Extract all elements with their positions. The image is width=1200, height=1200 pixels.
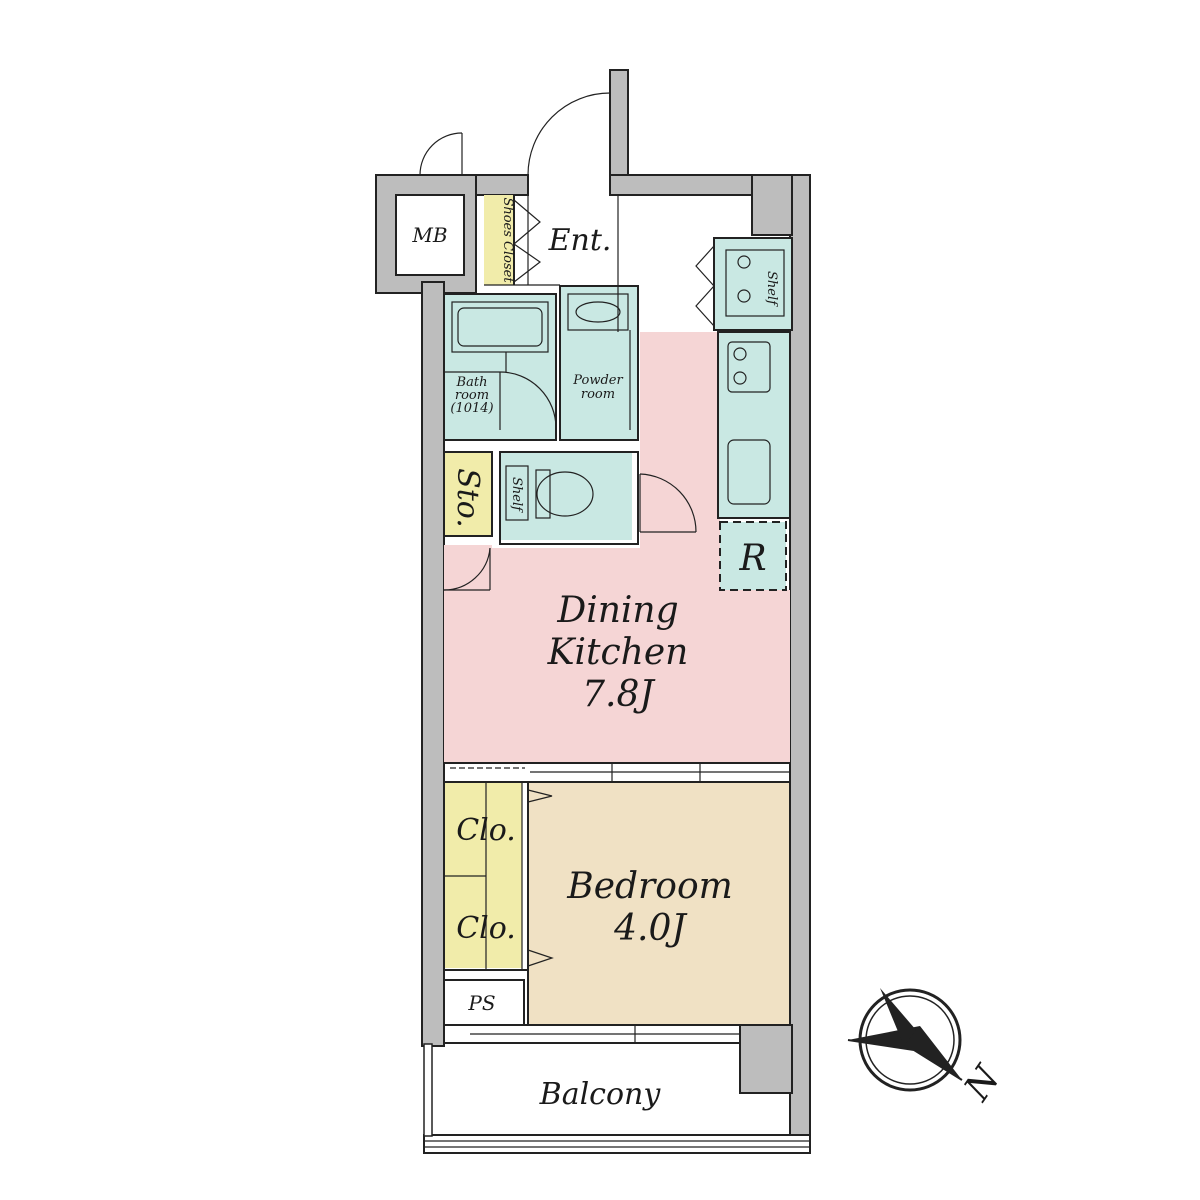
ps-label: PS [467,991,495,1015]
dining-label-1: Dining [556,590,678,631]
kitchen-shelf-label: Shelf [764,271,779,307]
compass-icon: N [847,988,1009,1109]
balcony-label: Balcony [539,1077,662,1112]
storage-label: Sto. [450,468,485,528]
bedroom-label: Bedroom [566,866,733,907]
interior-walls [419,92,793,1044]
room-fills [444,195,792,1025]
bedroom-size: 4.0J [613,908,688,949]
mb-label: MB [411,223,447,247]
room-labels: Dining Kitchen 7.8J Bedroom 4.0J Ent. MB… [411,197,779,1112]
entrance-label: Ent. [548,223,612,258]
closet-label-2: Clo. [456,911,516,946]
shoes-closet-label: Shoes Closet [500,197,515,283]
toilet-shelf-label: Shelf [509,477,524,513]
powder-label-2: room [581,387,615,402]
walls [375,69,811,1154]
bath-label-2: room [455,388,489,403]
closet-label-1: Clo. [456,813,516,848]
dining-label-2: Kitchen [547,632,689,673]
refrigerator-label: R [738,538,766,579]
bath-label-1: Bath [456,375,488,390]
bath-label-3: (1014) [450,401,493,416]
dining-size: 7.8J [582,674,656,715]
powder-label-1: Powder [572,373,623,388]
north-label: N [956,1058,1009,1109]
